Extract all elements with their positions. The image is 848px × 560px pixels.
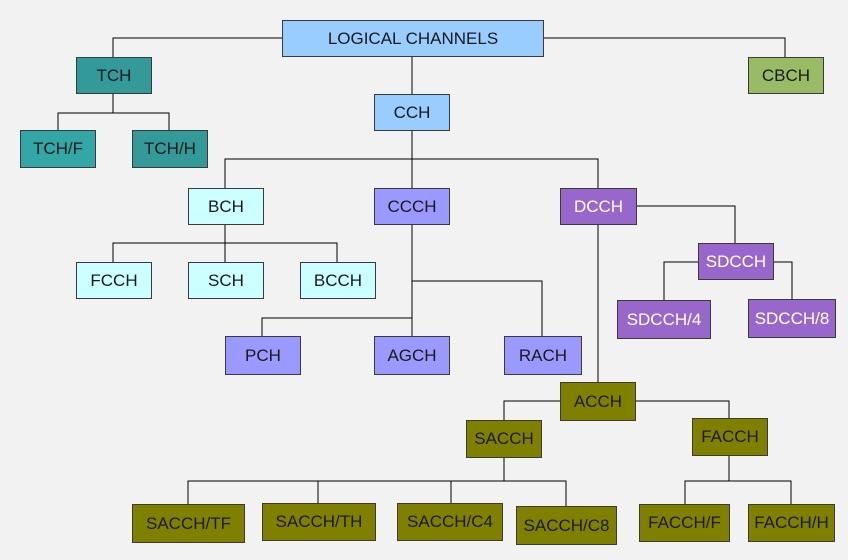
node-pch: PCH — [225, 336, 301, 375]
node-sacch: SACCH — [466, 420, 542, 458]
node-tch-h: TCH/H — [132, 130, 208, 168]
node-tch: TCH — [76, 57, 152, 94]
node-sch: SCH — [188, 262, 264, 299]
node-fcch: FCCH — [76, 262, 152, 299]
node-logical-channels: LOGICAL CHANNELS — [282, 20, 544, 57]
node-facch-f: FACCH/F — [639, 504, 730, 542]
node-tch-f: TCH/F — [20, 130, 96, 168]
node-dcch: DCCH — [560, 188, 637, 225]
node-sacch-c8: SACCH/C8 — [516, 506, 617, 545]
node-facch: FACCH — [692, 418, 768, 456]
node-agch: AGCH — [374, 336, 450, 375]
node-cbch: CBCH — [748, 57, 824, 94]
node-ccch: CCCH — [374, 188, 450, 225]
node-sacch-tf: SACCH/TF — [132, 504, 245, 543]
node-sacch-th: SACCH/TH — [262, 503, 376, 541]
node-facch-h: FACCH/H — [748, 504, 835, 542]
node-sdcch-8: SDCCH/8 — [748, 299, 836, 338]
node-acch: ACCH — [560, 382, 636, 421]
node-rach: RACH — [504, 336, 582, 375]
node-sdcch-4: SDCCH/4 — [617, 300, 711, 339]
node-cch: CCH — [374, 94, 450, 131]
node-bcch: BCCH — [300, 262, 376, 299]
node-sdcch: SDCCH — [698, 243, 774, 280]
node-bch: BCH — [188, 188, 264, 225]
node-sacch-c4: SACCH/C4 — [397, 503, 503, 541]
